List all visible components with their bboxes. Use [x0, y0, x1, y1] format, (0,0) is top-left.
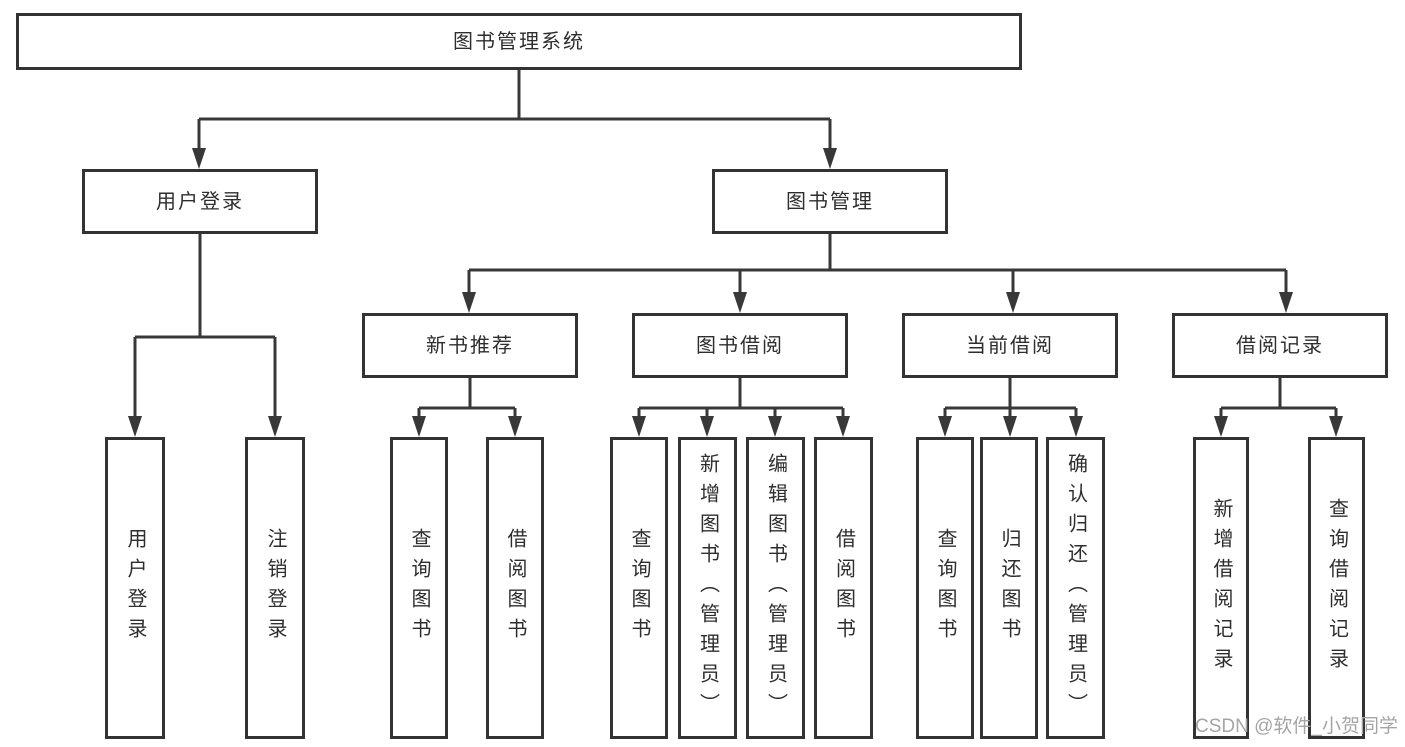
node-new-book-recommend: 新书推荐: [362, 313, 578, 378]
node-label: 借阅记录: [1236, 334, 1324, 357]
leaf-user-login: 用户登录: [105, 437, 165, 739]
leaf-edit-books-admin: 编辑图书（管理员）: [746, 437, 805, 739]
leaf-query-borrow-record: 查询借阅记录: [1308, 437, 1365, 739]
node-book-management-branch: 图书管理: [712, 169, 948, 234]
node-library-management-system: 图书管理系统: [16, 13, 1022, 70]
leaf-return-books: 归还图书: [980, 437, 1038, 739]
leaf-label: 借阅图书: [832, 528, 855, 648]
csdn-watermark: CSDN @软件_小贺同学: [1195, 716, 1398, 737]
node-label: 图书借阅: [696, 334, 784, 357]
leaf-label: 新增图书（管理员）: [696, 453, 719, 723]
leaf-borrow-books: 借阅图书: [814, 437, 873, 739]
leaf-borrow-books-recommend: 借阅图书: [486, 437, 544, 739]
node-label: 当前借阅: [966, 334, 1054, 357]
leaf-label: 编辑图书（管理员）: [764, 453, 787, 723]
leaf-confirm-return-admin: 确认归还（管理员）: [1046, 437, 1105, 739]
leaf-query-books-current: 查询图书: [916, 437, 974, 739]
leaf-label: 确认归还（管理员）: [1064, 453, 1087, 723]
node-label: 新书推荐: [426, 334, 514, 357]
node-book-borrowing: 图书借阅: [632, 313, 848, 378]
leaf-label: 注销登录: [264, 528, 286, 648]
node-current-borrowing: 当前借阅: [902, 313, 1118, 378]
leaf-add-borrow-record: 新增借阅记录: [1193, 437, 1249, 739]
leaf-query-books-borrowing: 查询图书: [610, 437, 668, 739]
node-label: 图书管理: [786, 190, 874, 213]
leaf-add-books-admin: 新增图书（管理员）: [678, 437, 737, 739]
node-user-login-branch: 用户登录: [82, 169, 318, 234]
node-label: 图书管理系统: [453, 30, 585, 53]
leaf-label: 查询图书: [934, 528, 956, 648]
leaf-label: 新增借阅记录: [1210, 498, 1232, 678]
leaf-label: 查询借阅记录: [1325, 498, 1348, 678]
leaf-logout: 注销登录: [245, 437, 305, 739]
leaf-label: 查询图书: [408, 528, 430, 648]
node-label: 用户登录: [156, 190, 244, 213]
leaf-label: 归还图书: [998, 528, 1020, 648]
leaf-label: 用户登录: [124, 528, 146, 648]
leaf-label: 查询图书: [628, 528, 650, 648]
leaf-query-books-recommend: 查询图书: [390, 437, 448, 739]
leaf-label: 借阅图书: [504, 528, 526, 648]
node-borrowing-records: 借阅记录: [1172, 313, 1388, 378]
